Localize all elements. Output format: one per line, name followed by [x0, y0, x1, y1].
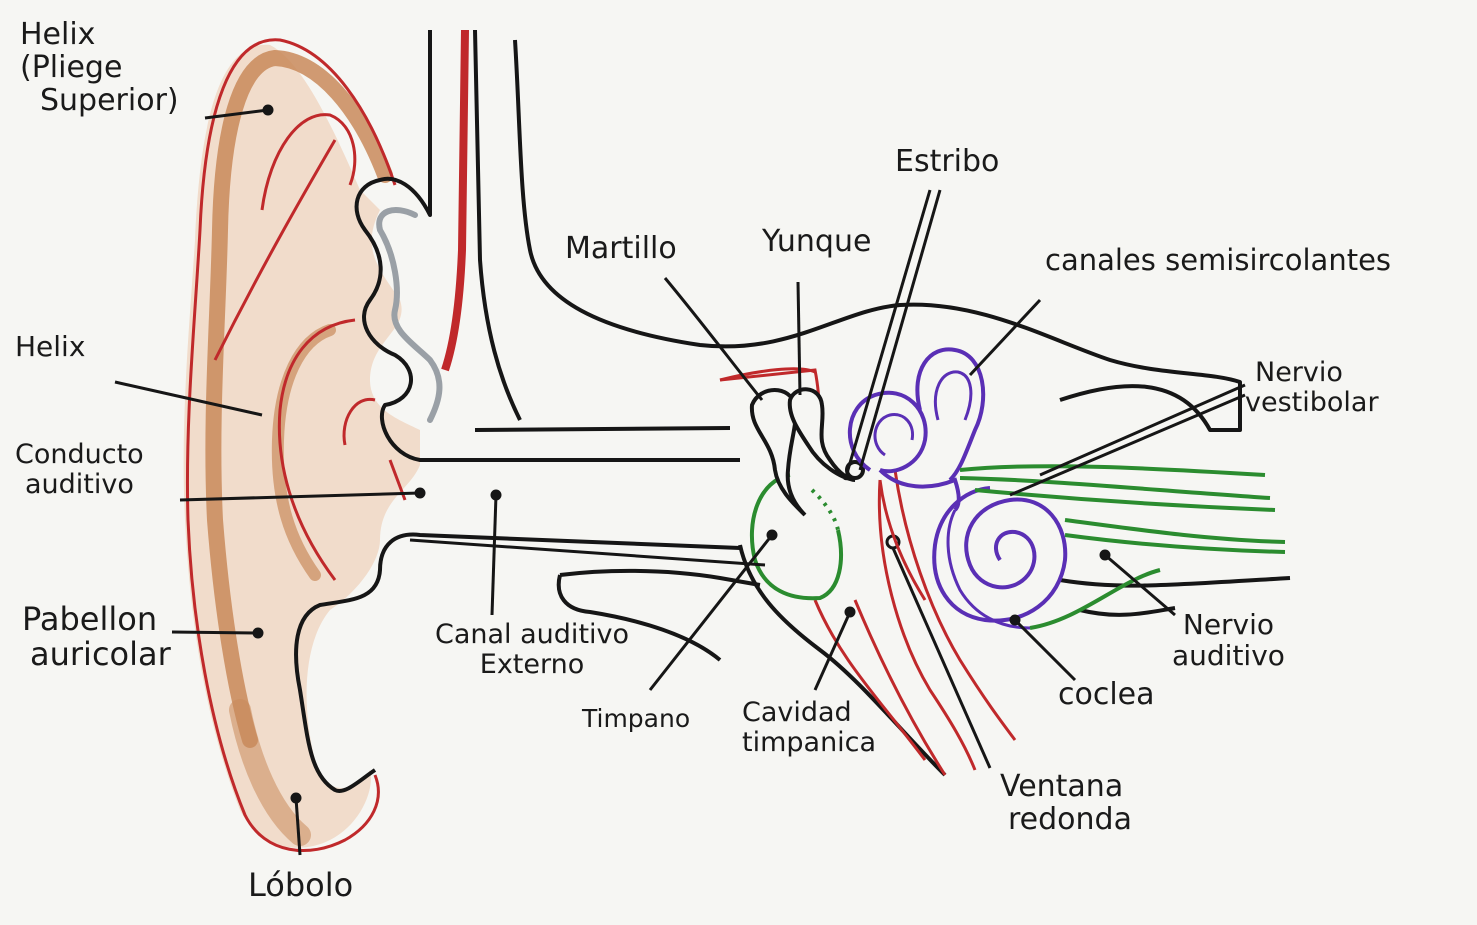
label-helix-superior-line3: Superior) — [20, 84, 179, 117]
label-timpano-text: Timpano — [582, 705, 690, 733]
label-coclea-text: coclea — [1058, 678, 1155, 711]
skull-line-1 — [475, 30, 520, 420]
label-canal-line1: Canal auditivo — [435, 620, 629, 650]
label-canal-line2: Externo — [435, 650, 629, 680]
canal-upper-bone — [475, 428, 730, 430]
semicircular-canal-2-inner — [935, 372, 970, 420]
label-conducto-line2: auditivo — [15, 470, 144, 500]
leader-dot-nervio-aud — [1101, 551, 1109, 559]
label-canal-auditivo-externo: Canal auditivo Externo — [435, 620, 629, 679]
label-lobulo-text: Lóbolo — [248, 868, 353, 903]
leader-dot-timpano — [768, 531, 776, 539]
label-timpano: Timpano — [582, 705, 690, 733]
label-ventana-line1: Ventana — [1000, 770, 1132, 803]
label-ventana-line2: redonda — [1000, 803, 1132, 836]
label-pabellon-line1: Pabellon — [22, 602, 171, 637]
label-helix: Helix — [15, 332, 85, 363]
leader-dot-lobulo — [292, 794, 300, 802]
incus — [790, 389, 855, 480]
vestibular-nerve — [960, 466, 1275, 510]
label-estribo: Estribo — [895, 145, 999, 178]
leader-martillo — [665, 278, 762, 400]
label-yunque: Yunque — [762, 225, 871, 258]
label-conducto-line1: Conducto — [15, 440, 144, 470]
vestibule — [880, 470, 959, 510]
label-cavidad-line1: Cavidad — [742, 698, 876, 728]
label-conducto-auditivo: Conducto auditivo — [15, 440, 144, 499]
leader-dot-cavidad — [846, 608, 854, 616]
label-estribo-text: Estribo — [895, 145, 999, 178]
leader-dot-helix-top — [264, 106, 272, 114]
leader-dot-pabellon — [254, 629, 262, 637]
label-cavidad-line2: timpanica — [742, 728, 876, 758]
label-pabellon-line2: auricolar — [22, 637, 171, 672]
semicircular-canal-1-inner — [875, 415, 913, 455]
leader-dot-coclea — [1011, 616, 1019, 624]
leader-pabellon — [172, 632, 258, 633]
label-helix-superior: Helix (Pliege Superior) — [20, 18, 179, 117]
semicircular-canal-2 — [917, 349, 983, 480]
label-pabellon-auricolar: Pabellon auricolar — [22, 602, 171, 672]
label-canales-semisircolantes: canales semisircolantes — [1045, 245, 1391, 277]
label-nervio-vest-line1: Nervio — [1245, 358, 1379, 388]
concha-outline — [357, 30, 740, 460]
leader-yunque — [798, 282, 800, 395]
label-cavidad-timpanica: Cavidad timpanica — [742, 698, 876, 757]
semicircular-canal-1 — [850, 393, 926, 471]
label-helix-superior-line1: Helix — [20, 18, 179, 51]
label-helix-superior-line2: (Pliege — [20, 51, 179, 84]
tympanic-dotted — [812, 490, 838, 530]
label-canales-text: canales semisircolantes — [1045, 245, 1391, 277]
label-martillo: Martillo — [565, 232, 677, 265]
leader-coclea — [1015, 620, 1075, 680]
leader-dot-canal — [492, 491, 500, 499]
label-nervio-aud-line1: Nervio — [1172, 610, 1285, 641]
leader-estribo-1 — [860, 190, 940, 470]
leader-nervio-vest-2 — [1010, 395, 1245, 495]
label-yunque-text: Yunque — [762, 225, 871, 258]
leader-canales — [970, 300, 1040, 375]
label-coclea: coclea — [1058, 678, 1155, 711]
label-martillo-text: Martillo — [565, 232, 677, 265]
leader-canal — [492, 495, 496, 615]
cochlea-spiral — [934, 488, 1065, 621]
leader-dot-conducto — [416, 489, 424, 497]
label-nervio-aud-line2: auditivo — [1172, 641, 1285, 672]
label-nervio-vestibolar: Nervio vestibolar — [1245, 358, 1379, 417]
label-nervio-auditivo: Nervio auditivo — [1172, 610, 1285, 672]
label-ventana-redonda: Ventana redonda — [1000, 770, 1132, 836]
label-lobulo: Lóbolo — [248, 868, 353, 903]
label-nervio-vest-line2: vestibolar — [1245, 388, 1379, 418]
red-skin-layer — [445, 30, 465, 370]
label-helix-text: Helix — [15, 332, 85, 363]
inner-ear — [850, 349, 1285, 628]
tympanic-membrane — [752, 475, 841, 598]
